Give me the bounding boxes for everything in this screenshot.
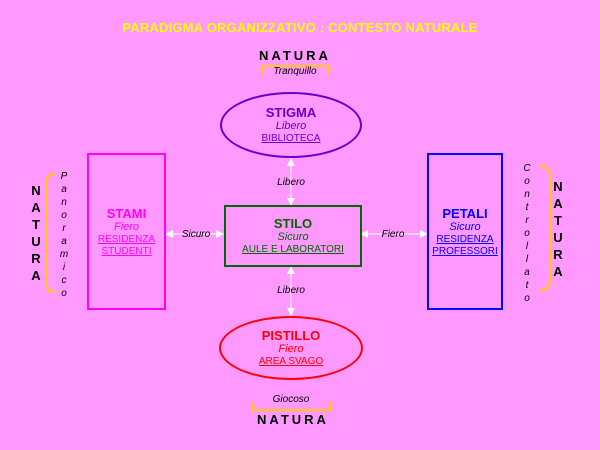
stami-name: STAMI <box>106 205 147 221</box>
top-bracket <box>261 65 330 74</box>
pistillo-name: PISTILLO <box>261 328 321 343</box>
petali-quality: Sicuro <box>449 220 481 233</box>
petali-place-link-1[interactable]: RESIDENZA <box>436 233 494 245</box>
stigma-quality: Libero <box>275 120 307 132</box>
petali-place-link-2[interactable]: PROFESSORI <box>432 245 498 257</box>
petali-name: PETALI <box>442 205 488 221</box>
top-natura-label: NATURA <box>259 48 331 63</box>
right-bracket <box>539 165 551 291</box>
arrow-stigma-stilo <box>287 158 295 206</box>
stami-place-link-1[interactable]: RESIDENZA <box>97 233 156 245</box>
left-bracket <box>45 173 57 293</box>
arrow-stilo-petali <box>360 230 428 238</box>
edge-label-top: Libero <box>277 177 305 188</box>
stami-place-link-2[interactable]: STUDENTI <box>101 245 152 257</box>
stilo-node: STILO Sicuro AULE E LABORATORI <box>224 205 362 267</box>
stilo-quality: Sicuro <box>277 231 309 243</box>
top-natura-quality: Tranquillo <box>273 66 317 77</box>
stami-quality: Fiero <box>113 220 140 233</box>
petali-node: PETALI Sicuro RESIDENZA PROFESSORI <box>427 153 503 310</box>
stami-node: STAMI Fiero RESIDENZA STUDENTI <box>87 153 166 310</box>
stigma-place-link[interactable]: BIBLIOTECA <box>261 133 321 144</box>
stigma-node: STIGMA Libero BIBLIOTECA <box>220 92 362 158</box>
bottom-bracket <box>251 402 331 411</box>
arrow-stilo-pistillo <box>287 266 295 316</box>
pistillo-place-link[interactable]: AREA SVAGO <box>258 356 324 367</box>
edge-label-bottom: Libero <box>277 285 305 296</box>
stilo-name: STILO <box>273 216 313 231</box>
pistillo-quality: Fiero <box>278 343 304 355</box>
stilo-place-link[interactable]: AULE E LABORATORI <box>242 244 344 255</box>
pistillo-node: PISTILLO Fiero AREA SVAGO <box>219 316 363 380</box>
bottom-natura-quality: Giocoso <box>272 394 310 405</box>
edge-label-right: Fiero <box>381 229 405 240</box>
page-title: PARADIGMA ORGANIZZATIVO : CONTESTO NATUR… <box>122 20 478 35</box>
edge-label-left: Sicuro <box>181 229 211 240</box>
bottom-natura-label: NATURA <box>257 412 329 427</box>
arrow-stami-stilo <box>165 230 224 238</box>
stigma-name: STIGMA <box>265 105 317 120</box>
